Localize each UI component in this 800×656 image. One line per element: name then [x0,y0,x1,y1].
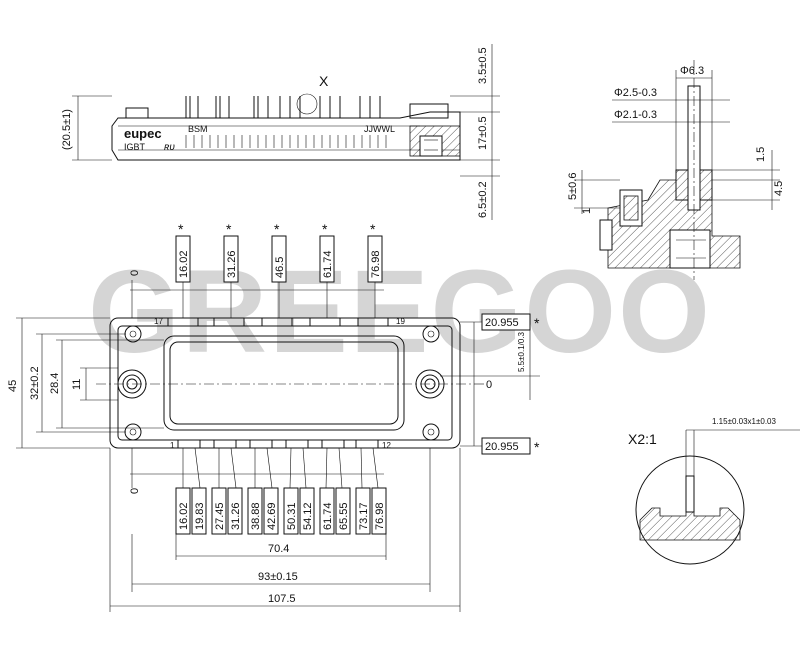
top-pin-pos-1: 16.02 [178,250,190,278]
dim-row-offset-top: 20.955 [485,317,519,329]
dim-inner-span: 28.4 [49,373,61,394]
dim-hole-center: 11 [71,379,83,390]
module-type-label: IGBT [124,142,146,152]
bottom-zero-label: 0 [129,488,141,494]
bottom-pin-leaders [182,447,379,489]
dim-row-offset-bottom: 20.955 [485,441,519,453]
detail-title: X2:1 [628,431,657,447]
star-offset-bottom: * [534,439,540,455]
top-pin-pos-3: 46.5 [274,257,286,278]
bottom-pin-pos-5: 38.88 [250,502,262,530]
ul-mark-icon: ʀᴜ [164,142,175,153]
bottom-pin-pos-9: 61.74 [322,502,334,530]
bottom-pin-row [177,439,379,449]
bottom-pin-pos-11: 73.17 [358,502,370,530]
pin-12-label: 12 [382,441,391,450]
pin-17-label: 17 [154,317,163,326]
dim-hole-span: 32±0.2 [29,366,41,400]
bottom-pin-dims: 16.02 19.83 27.45 31.26 38.88 42.69 50.3… [175,487,387,535]
dim-dia-1: Φ2.5-0.3 [614,87,657,99]
side-view: X eupec IGBT BSM JJWWL ʀᴜ (20.5±1) 3.5±0… [61,44,500,220]
dim-pin-row-width: 70.4 [268,543,289,555]
star-3: * [274,221,280,237]
dim-pin-section: 1.15±0.03x1±0.03 [712,417,776,426]
bottom-pin-pos-3: 27.45 [214,502,226,530]
vent-grille [185,135,387,148]
top-pin-pos-4: 61.74 [322,250,334,278]
star-1: * [178,221,184,237]
dim-mount-span: 93±0.15 [258,571,298,583]
dim-mount-height: 6.5±0.2 [477,181,489,218]
pin-1-label: 1 [170,441,175,450]
dim-width-overall: 45 [7,380,19,392]
module-suffix-label: JJWWL [364,124,395,134]
dim-step-b: 4.5 [773,181,785,196]
top-pin-pos-5: 76.98 [370,250,382,278]
dim-outer-dia: Φ6.3 [680,65,704,77]
bottom-pin-pos-12: 76.98 [374,502,386,530]
dim-step-a: 1.5 [755,147,767,162]
dim-total-height: (20.5±1) [61,109,73,150]
top-view: 17 19 1 12 0 16.02 [7,221,540,612]
pin-19-label: 19 [396,317,405,326]
top-pin-row [167,317,389,327]
star-5: * [370,221,376,237]
section-view: Φ6.3 Φ2.5-0.3 Φ2.1-0.3 1.5 4.5 5±0.6 1 [567,60,785,280]
star-4: * [322,221,328,237]
dim-length-overall: 107.5 [268,593,296,605]
dim-hole-offset: 5.5±0.1/0.3 [517,331,526,372]
dim-body-height: 17±0.5 [477,116,489,150]
bottom-pin-pos-8: 54.12 [302,502,314,530]
bottom-pin-pos-1: 16.02 [178,502,190,530]
bottom-pin-pos-4: 31.26 [230,502,242,530]
dim-step-c: 5±0.6 [567,173,579,200]
star-2: * [226,221,232,237]
bottom-pin-pos-6: 42.69 [266,502,278,530]
detail-view: X2:1 1.15±0.03x1±0.03 [628,417,800,565]
dim-pin-height: 3.5±0.5 [477,47,489,84]
bottom-pin-pos-7: 50.31 [286,502,298,530]
right-zero-label: 0 [486,379,492,391]
top-pin-dims: 16.02 31.26 46.5 61.74 76.98 * * * * * [175,221,383,318]
bottom-pin-pos-10: 65.55 [338,502,350,530]
top-pin-pos-2: 31.26 [226,250,238,278]
side-pins [185,96,381,118]
marker-x: X [319,73,329,89]
watermark: GREEGOO [88,246,712,378]
top-zero-label: 0 [129,270,141,276]
dim-dia-2: Φ2.1-0.3 [614,109,657,121]
star-offset-top: * [534,315,540,331]
brand-label: eupec [124,126,162,141]
module-code-label: BSM [188,124,208,134]
dim-step-d: 1 [581,208,593,214]
bottom-pin-pos-2: 19.83 [194,502,206,530]
